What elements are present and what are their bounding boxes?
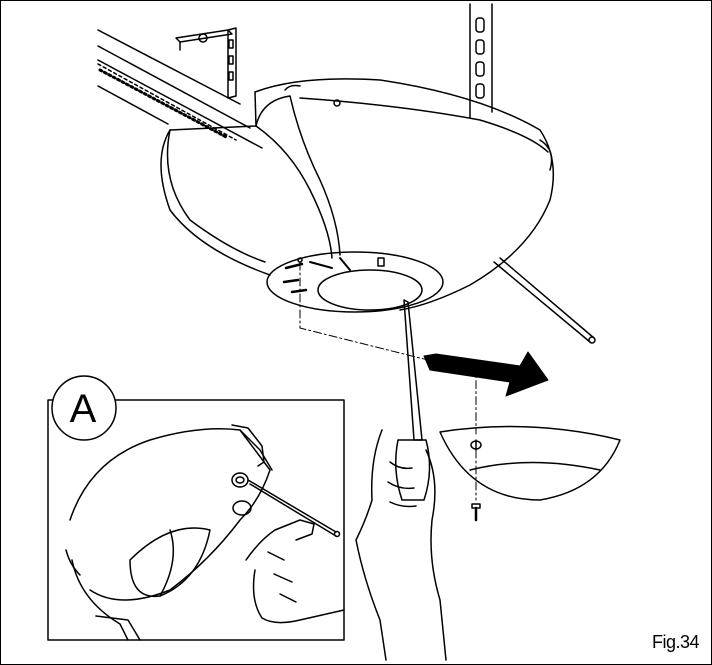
detail-callout-letter: A [69, 386, 97, 431]
removal-arrow [423, 351, 549, 397]
hand-holding-tool [355, 429, 447, 661]
ceiling-bracket-left [175, 27, 237, 99]
opener-unit [160, 78, 596, 344]
light-cover [439, 425, 621, 501]
figure-label: Fig.34 [652, 632, 700, 652]
alignment-lines [299, 261, 477, 501]
detail-inset [47, 375, 345, 641]
screwdriver [395, 299, 431, 501]
ceiling-bracket-right [469, 3, 493, 119]
screw [471, 503, 481, 522]
